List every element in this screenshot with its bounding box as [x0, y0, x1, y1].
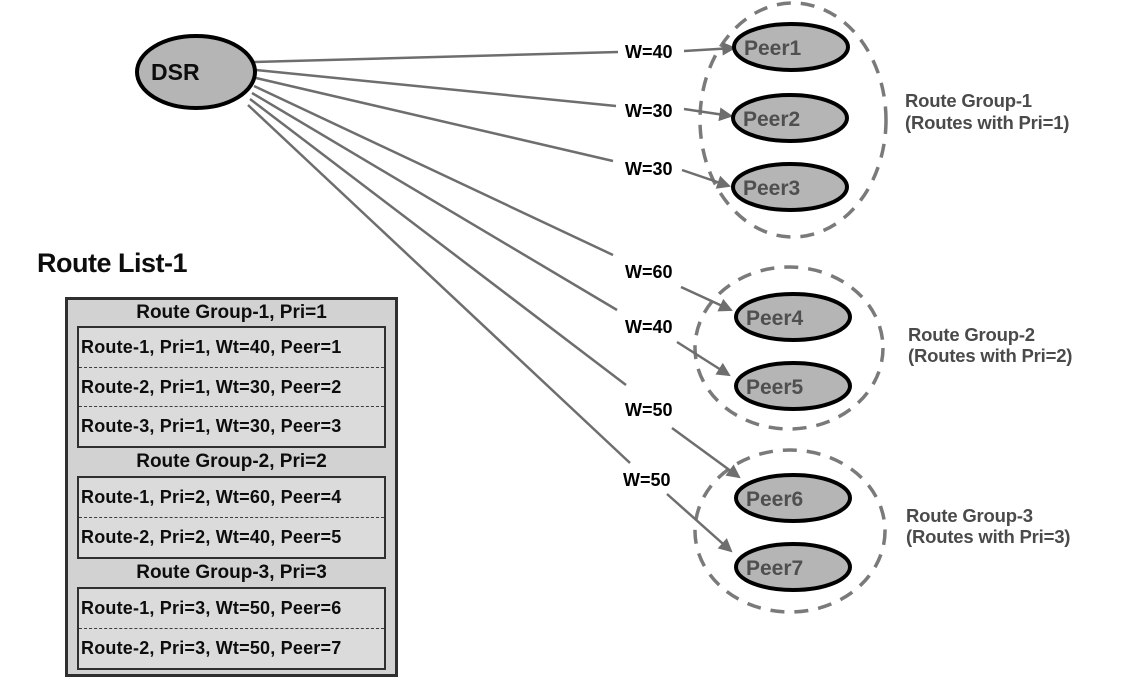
connector-line-7	[247, 104, 631, 464]
connector-line-6	[249, 98, 627, 386]
dsr-label: DSR	[151, 59, 200, 85]
connector-arrow-4	[680, 285, 733, 312]
group-caption-title-1: Route Group-1	[905, 90, 1032, 111]
route-list-title: Route List-1	[37, 248, 188, 278]
peer-label-1: Peer1	[744, 37, 802, 60]
group-caption-subtitle-2: (Routes with Pri=2)	[908, 345, 1072, 366]
route-row: Route-2, Pri=3, Wt=50, Peer=7	[79, 628, 384, 668]
group-ellipse-2	[693, 265, 885, 431]
connector-arrow-7	[666, 493, 733, 553]
peer-node-4	[734, 292, 852, 342]
route-row: Route-2, Pri=1, Wt=30, Peer=2	[79, 366, 384, 407]
peer-label-5: Peer5	[746, 376, 804, 399]
route-row: Route-1, Pri=1, Wt=40, Peer=1	[81, 336, 342, 357]
dsr-node	[135, 34, 257, 110]
route-group-header-1: Route Group-1, Pri=1	[136, 302, 327, 323]
group-caption-subtitle-3: (Routes with Pri=3)	[906, 526, 1070, 547]
weight-label-6: W=50	[625, 400, 673, 420]
route-row: Route-1, Pri=3, Wt=50, Peer=6	[81, 598, 342, 618]
connector-arrow-5	[676, 340, 731, 377]
peer-node-6	[734, 473, 852, 523]
peer-node-2	[731, 93, 849, 143]
connector-arrow-1	[683, 41, 737, 56]
weight-label-4: W=60	[625, 262, 673, 282]
group-ellipse-3	[693, 448, 887, 614]
route-row: Route-1, Pri=2, Wt=60, Peer=4	[81, 487, 342, 507]
connector-line-5	[251, 91, 618, 312]
route-row: Route-2, Pri=2, Wt=40, Peer=5	[79, 517, 384, 557]
peer-label-6: Peer6	[746, 488, 803, 511]
connector-line-2	[255, 68, 617, 108]
route-list-panel: Route Group-1, Pri=1 Route-1, Pri=1, Wt=…	[65, 297, 398, 677]
connector-arrow-6	[671, 426, 741, 479]
group-caption-title-3: Route Group-3	[906, 505, 1033, 526]
connector-arrow-3	[681, 168, 731, 189]
weight-label-5: W=40	[625, 317, 673, 337]
route-group-box-1: Route-1, Pri=1, Wt=40, Peer=1 Route-2, P…	[77, 326, 386, 448]
peer-node-7	[734, 542, 852, 592]
peer-label-4: Peer4	[746, 307, 804, 330]
peer-node-5	[734, 361, 852, 411]
group-caption-title-2: Route Group-2	[908, 324, 1035, 345]
route-group-header-3: Route Group-3, Pri=3	[136, 562, 327, 583]
route-group-box-3: Route-1, Pri=3, Wt=50, Peer=6 Route-2, P…	[77, 587, 386, 670]
connector-line-4	[253, 84, 614, 257]
route-group-box-2: Route-1, Pri=2, Wt=60, Peer=4 Route-2, P…	[77, 476, 386, 559]
route-group-header-2: Route Group-2, Pri=2	[136, 451, 327, 472]
peer-label-7: Peer7	[746, 557, 803, 580]
peer-label-3: Peer3	[743, 177, 800, 200]
peer-node-3	[731, 162, 849, 212]
weight-label-3: W=30	[625, 159, 673, 179]
connector-arrow-2	[683, 107, 734, 122]
group-ellipse-1	[698, 1, 888, 239]
connector-line-3	[255, 76, 614, 163]
peer-node-1	[732, 22, 850, 72]
weight-label-2: W=30	[625, 101, 673, 121]
weight-label-7: W=50	[623, 470, 671, 490]
weight-label-1: W=40	[625, 42, 673, 62]
connector-line-1	[253, 50, 619, 64]
peer-label-2: Peer2	[743, 108, 800, 131]
route-row: Route-3, Pri=1, Wt=30, Peer=3	[79, 406, 384, 446]
group-caption-subtitle-1: (Routes with Pri=1)	[905, 112, 1069, 133]
